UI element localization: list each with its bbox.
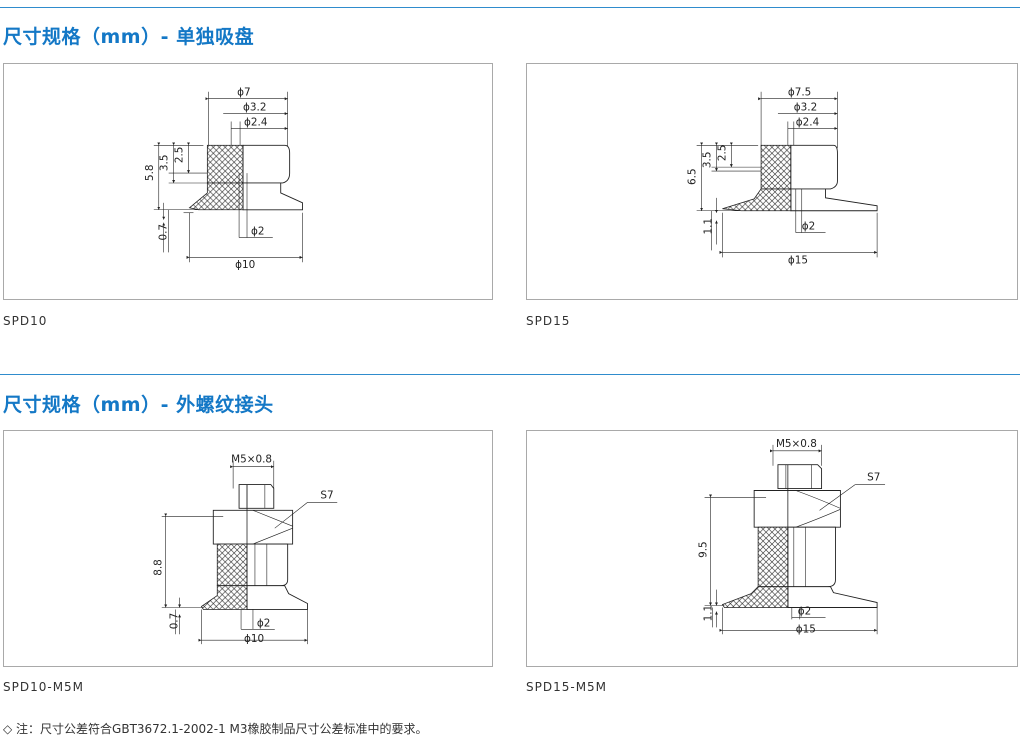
spd15-dim-h-b: 2.5 (716, 145, 728, 162)
section-title-threaded-fitting: 尺寸规格（mm）- 外螺纹接头 (3, 394, 274, 416)
drawing-panel-spd15-m5m: M5×0.8 S7 9.5 1.1 ϕ2 ϕ15 (526, 430, 1018, 667)
spd10-m5m-dim-h-lip: 0.7 (169, 613, 181, 630)
spd15-dim-h-lip: 1.1 (703, 218, 715, 235)
tolerance-note: ◇ 注：尺寸公差符合GBT3672.1-2002-1 M3橡胶制品尺寸公差标准中… (3, 722, 428, 736)
section-1-top-rule (0, 7, 1020, 8)
spd15-m5m-dim-d-hole: ϕ2 (798, 605, 812, 617)
spd10-m5m-label-hex: S7 (320, 489, 333, 501)
section-title-single-cup: 尺寸规格（mm）- 单独吸盘 (3, 26, 255, 48)
spd15-dim-d-inner: ϕ2.4 (796, 116, 820, 128)
spd10-dim-h-a: 3.5 (159, 155, 171, 172)
spd15-m5m-dim-h-total: 9.5 (698, 541, 710, 558)
spd10-dim-h-b: 2.5 (174, 147, 186, 164)
section-2-top-rule (0, 374, 1020, 375)
spd10-m5m-dim-thread: M5×0.8 (231, 454, 272, 466)
caption-spd15-m5m: SPD15-M5M (526, 680, 608, 694)
spd10-dim-d-cup: ϕ10 (235, 259, 255, 271)
spd10-drawing: ϕ7 ϕ3.2 ϕ2.4 5.8 3.5 2.5 0.7 ϕ2 (144, 87, 303, 271)
spd10-m5m-dim-h-total: 8.8 (153, 559, 165, 576)
drawing-panel-spd10: ϕ7 ϕ3.2 ϕ2.4 5.8 3.5 2.5 0.7 ϕ2 (3, 63, 493, 300)
spd15-dim-d-mid: ϕ3.2 (794, 102, 817, 114)
spd15-m5m-dim-thread: M5×0.8 (776, 438, 817, 450)
spd15-m5m-dim-d-cup: ϕ15 (796, 623, 816, 635)
caption-spd10-m5m: SPD10-M5M (3, 680, 85, 694)
spd15-m5m-drawing: M5×0.8 S7 9.5 1.1 ϕ2 ϕ15 (698, 438, 886, 635)
spd15-m5m-dim-h-lip: 1.1 (703, 605, 715, 622)
spd15-dim-d-cup: ϕ15 (788, 254, 808, 266)
drawing-panel-spd15: ϕ7.5 ϕ3.2 ϕ2.4 6.5 3.5 2.5 1.1 ϕ2 ϕ15 (526, 63, 1018, 300)
caption-spd10: SPD10 (3, 314, 48, 328)
spd10-rubber-section (206, 144, 244, 184)
spd15-dim-h-a: 3.5 (702, 152, 714, 169)
caption-spd15: SPD15 (526, 314, 571, 328)
spd10-dim-h-lip: 0.7 (158, 224, 170, 241)
drawing-panel-spd10-m5m: M5×0.8 S7 8.8 0.7 (3, 430, 493, 667)
spd15-dim-h-total: 6.5 (687, 168, 699, 185)
spd10-m5m-dim-d-hole: ϕ2 (257, 617, 270, 629)
spd10-dim-h-total: 5.8 (144, 164, 156, 181)
spd15-m5m-label-hex: S7 (867, 472, 880, 484)
spd15-drawing: ϕ7.5 ϕ3.2 ϕ2.4 6.5 3.5 2.5 1.1 ϕ2 ϕ15 (687, 87, 878, 266)
spd10-dim-d-inner: ϕ2.4 (244, 116, 268, 128)
spd10-dim-d-outer: ϕ7 (237, 87, 251, 99)
spd15-dim-d-hole: ϕ2 (802, 221, 816, 233)
spd10-m5m-drawing: M5×0.8 S7 8.8 0.7 (153, 454, 338, 645)
spd10-m5m-dim-d-cup: ϕ10 (244, 633, 264, 645)
spd10-dim-d-mid: ϕ3.2 (243, 102, 266, 114)
spd10-dim-d-hole: ϕ2 (251, 226, 265, 238)
spd15-dim-d-outer: ϕ7.5 (788, 87, 811, 99)
